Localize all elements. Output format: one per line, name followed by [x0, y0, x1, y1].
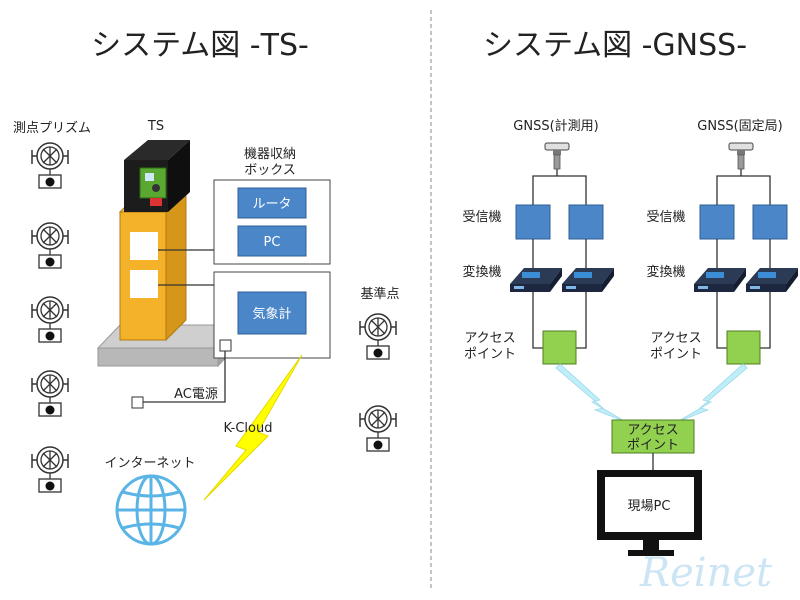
converter-icon — [562, 268, 614, 292]
wireless-beam-left — [555, 363, 627, 423]
router-box — [237, 187, 307, 219]
box-label-line2: ボックス — [244, 163, 296, 178]
internet-label: インターネット — [104, 456, 195, 471]
ap-label-line2: ポイント — [464, 347, 516, 362]
ap-center-line1: アクセス — [627, 423, 678, 438]
prism-icon — [31, 296, 69, 343]
access-point-center — [611, 419, 695, 454]
watermark-logo: Reinet — [639, 550, 773, 596]
column-port — [130, 270, 158, 298]
pc-box — [237, 225, 307, 257]
base-prism-icon — [359, 313, 397, 360]
antenna-icon — [544, 142, 570, 170]
ap-label-line1: アクセス — [650, 331, 701, 346]
pc-label: PC — [264, 235, 281, 250]
converter-icon — [694, 268, 746, 292]
site-pc-label: 現場PC — [628, 499, 671, 514]
ac-plug — [131, 396, 144, 409]
converter-label: 変換機 — [462, 264, 501, 280]
ts-title: システム図 -TS- — [91, 28, 309, 63]
ap-label-line1: アクセス — [464, 331, 515, 346]
wireless-beam-right — [676, 363, 748, 423]
gnss-title: システム図 -GNSS- — [483, 28, 747, 63]
router-label: ルータ — [252, 197, 291, 212]
gnss-survey-label: GNSS(計測用) — [513, 118, 598, 134]
access-point-box — [542, 330, 577, 365]
prism-icon — [31, 370, 69, 417]
converter-label: 変換機 — [646, 264, 685, 280]
converter-icon — [746, 268, 798, 292]
power-outlet — [219, 339, 232, 352]
total-station-icon — [124, 140, 190, 212]
access-point-box — [726, 330, 761, 365]
base-prism-icon — [359, 405, 397, 452]
receiver-box — [752, 204, 788, 240]
ap-center-line2: ポイント — [627, 438, 679, 453]
antenna-icon — [728, 142, 754, 170]
receiver-label: 受信機 — [462, 210, 501, 225]
weather-station-box — [237, 291, 307, 335]
ts-column — [118, 190, 188, 342]
box-label-line1: 機器収納 — [244, 147, 296, 162]
monitor-icon — [597, 470, 702, 556]
ts-label: TS — [147, 119, 164, 134]
base-point-label: 基準点 — [360, 286, 399, 302]
globe-icon — [115, 474, 187, 546]
prism-icon — [31, 446, 69, 493]
column-port — [130, 232, 158, 260]
receiver-label: 受信機 — [646, 210, 685, 225]
gnss-fixed-label: GNSS(固定局) — [697, 119, 782, 134]
ap-label-line2: ポイント — [650, 347, 702, 362]
prism-label: 測点プリズム — [13, 120, 91, 136]
ac-label: AC電源 — [174, 387, 218, 402]
weather-label: 気象計 — [252, 306, 291, 322]
receiver-box — [699, 204, 735, 240]
lightning-icon — [203, 354, 303, 501]
converter-icon — [510, 268, 562, 292]
receiver-box — [568, 204, 604, 240]
prism-icon — [31, 142, 69, 189]
kcloud-label: K-Cloud — [224, 421, 273, 436]
prism-icon — [31, 222, 69, 269]
receiver-box — [515, 204, 551, 240]
